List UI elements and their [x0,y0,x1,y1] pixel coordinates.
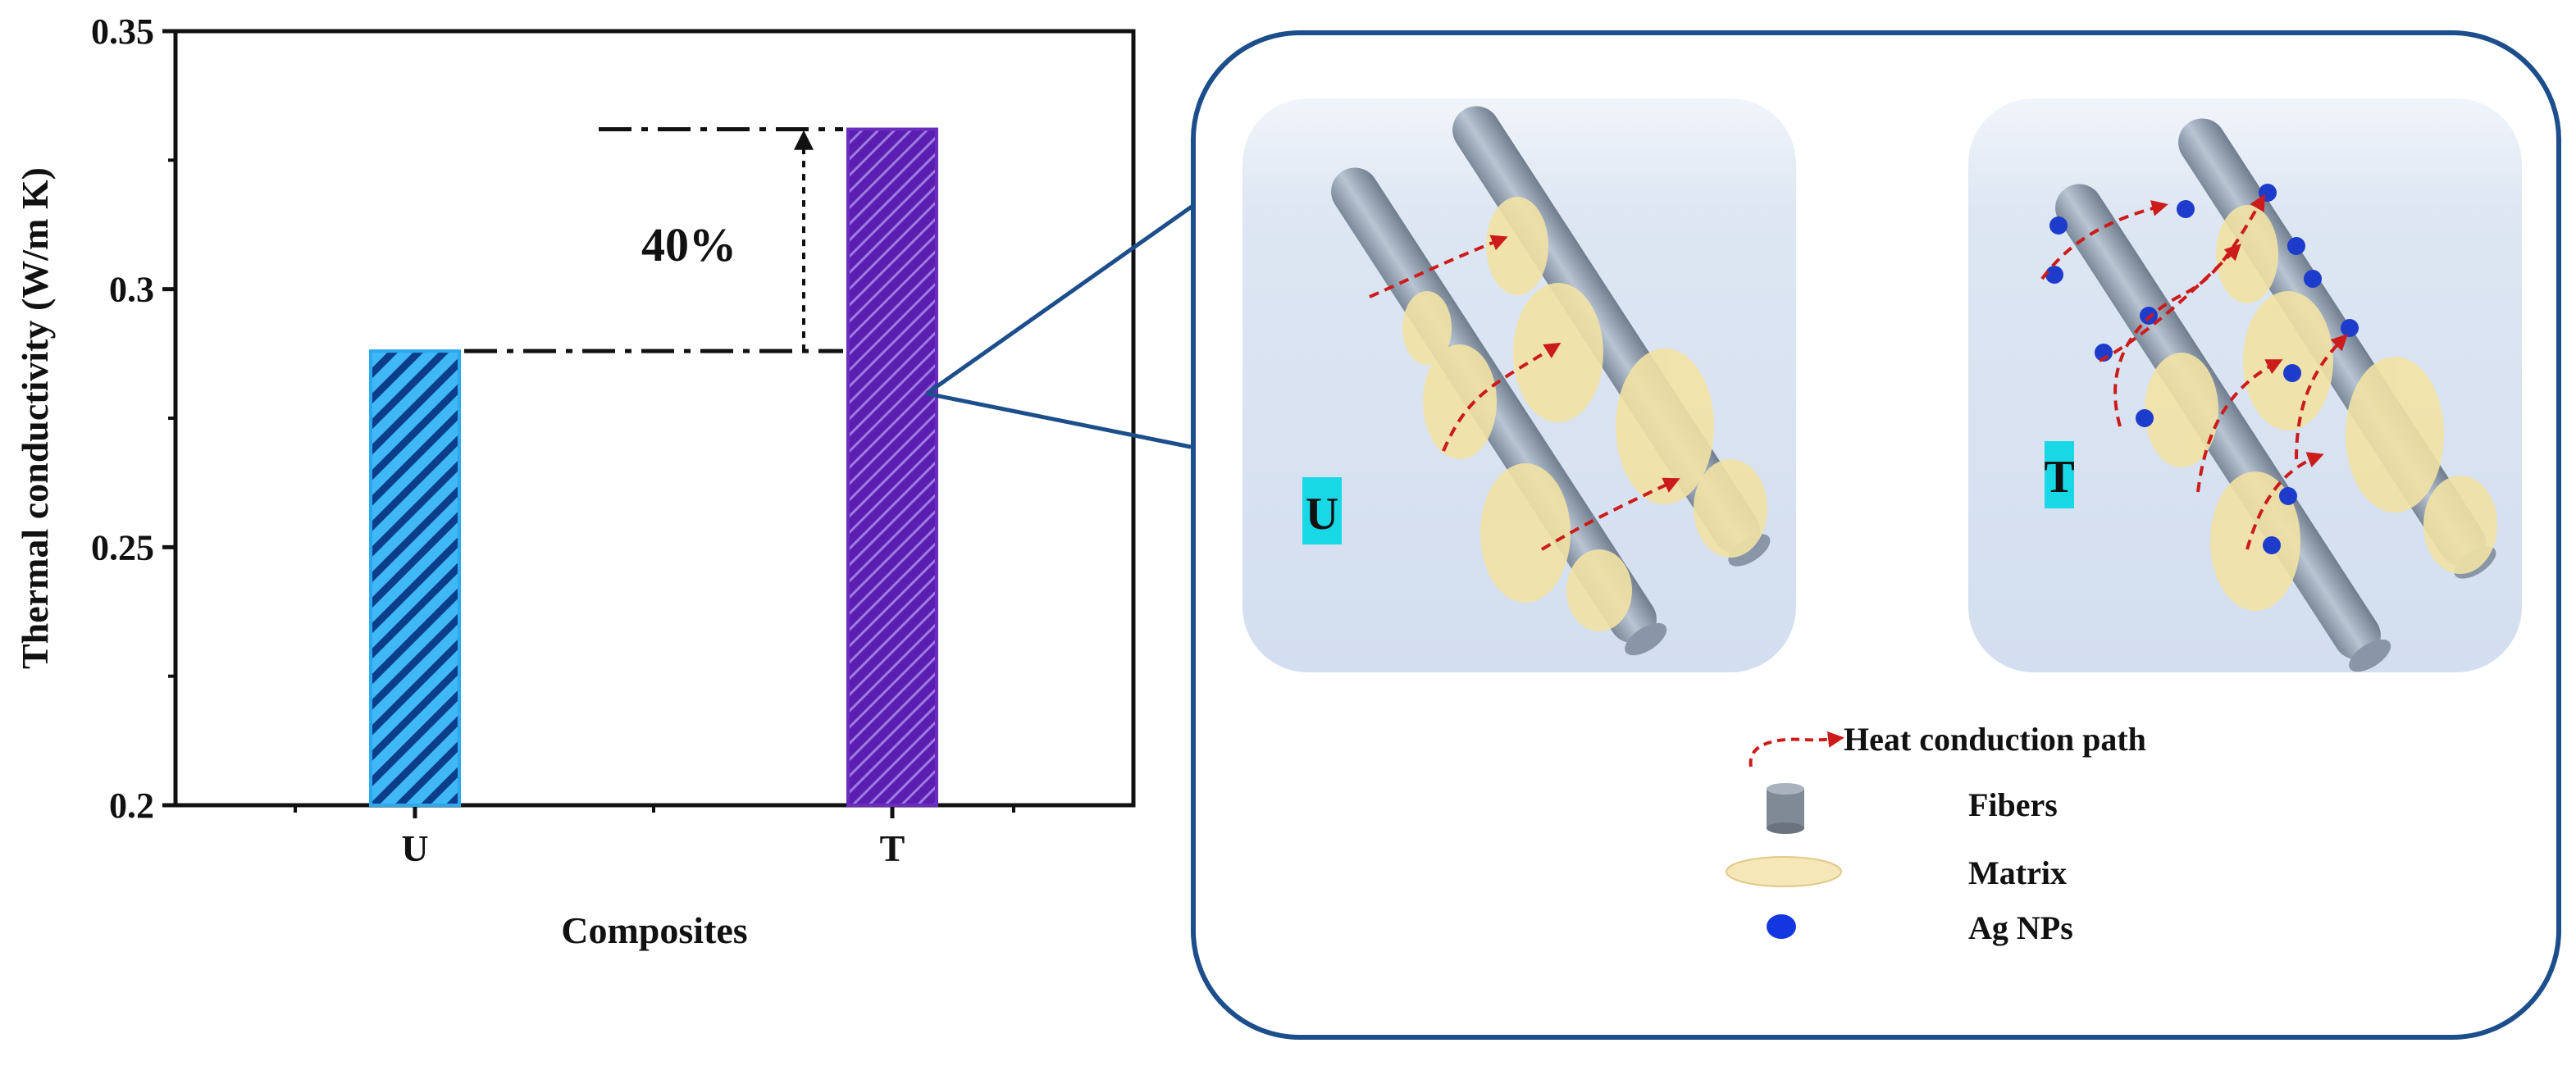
increase-annotation: 40% [464,127,843,353]
bar-t [846,127,938,808]
legend-label-matrix: Matrix [1968,854,2067,891]
panel-t: T [1968,98,2522,672]
panel-u: U [1242,98,1796,672]
heat-path-icon [1748,731,1844,768]
y-axis: 0.2 0.25 0.3 0.35 [91,11,176,826]
matrix-icon [1726,856,1842,887]
heat-path-icon [1369,235,1680,551]
y-tick-label: 0.3 [109,270,154,310]
panel-t-label: T [2044,452,2074,503]
x-axis-label: Composites [561,909,747,951]
panel-u-label-bg [1302,477,1342,544]
heat-path-icon [2040,194,2348,550]
fiber-icon [1767,783,1804,834]
bar-u [369,349,461,808]
zoom-connector [925,194,1207,449]
y-tick-label: 0.35 [91,11,154,52]
legend-label-ag-nps: Ag NPs [1968,909,2073,946]
plot-frame [173,29,1136,808]
legend-label-heat-path: Heat conduction path [1844,721,2146,758]
matrix-icon [2145,205,2497,611]
bars [369,127,938,808]
x-tick-label: U [401,827,428,869]
legend: Heat conduction path Fibers Matrix Ag NP… [1726,721,2146,946]
y-tick-label: 0.25 [91,527,154,567]
matrix-icon [1402,197,1767,631]
legend-label-fibers: Fibers [1968,786,2058,823]
ag-np-icon [1767,914,1796,939]
panel-t-label-bg [2045,441,2074,508]
schematic-panel: U [1191,30,2561,1040]
x-tick-label: T [880,827,905,869]
annotation-label: 40% [641,218,736,271]
y-axis-label: Thermal conductivity (W/m K) [14,167,56,669]
panel-u-label: U [1306,489,1338,540]
y-tick-label: 0.2 [109,786,154,826]
